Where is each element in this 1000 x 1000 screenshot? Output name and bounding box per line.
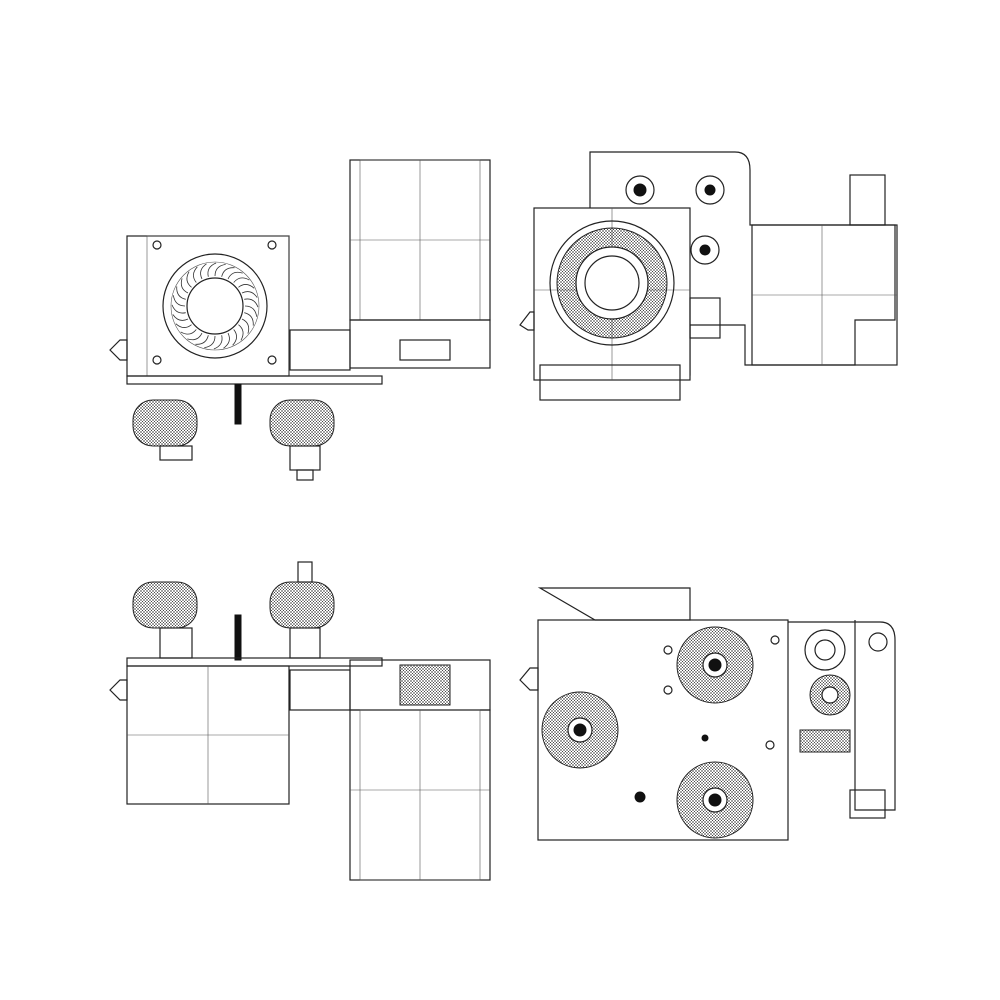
extruder-plate <box>537 619 789 841</box>
fan-blade <box>180 278 189 294</box>
fan-blade <box>195 335 209 345</box>
spring <box>799 729 851 753</box>
fan-blade <box>244 298 259 308</box>
nozzle <box>109 679 128 701</box>
fan-blade <box>200 263 207 280</box>
wheel <box>132 399 198 447</box>
fan-blade <box>238 324 244 341</box>
blower-fan-icon <box>162 253 268 359</box>
back-view <box>109 561 491 881</box>
carriage-plate <box>126 375 383 385</box>
fan-blade <box>207 262 217 277</box>
fan-blade <box>176 286 186 300</box>
fan-blade <box>172 314 189 321</box>
fan-blade <box>233 277 250 283</box>
fan-blade <box>244 312 254 326</box>
fan-blade <box>204 335 216 349</box>
wheel <box>269 399 335 447</box>
side-view-right <box>519 151 898 401</box>
nozzle <box>519 667 539 691</box>
front-view <box>109 159 491 481</box>
fan-blade <box>187 332 203 341</box>
fan-blade <box>193 266 198 283</box>
screw <box>297 561 313 583</box>
fan-blade <box>171 304 186 314</box>
fan-blade <box>214 263 226 277</box>
fan-blade <box>241 291 258 298</box>
fan-blade <box>227 271 243 280</box>
nozzle <box>519 311 535 331</box>
fan-blade <box>244 305 258 317</box>
fan-blade <box>221 267 235 277</box>
side-view-left <box>519 587 896 841</box>
carriage-plate <box>126 657 383 667</box>
nozzle <box>109 339 128 361</box>
fan-blade <box>223 332 230 349</box>
wheel <box>132 581 198 629</box>
fan-blade <box>238 284 255 289</box>
blower-fan-icon <box>549 220 675 346</box>
extruder-body <box>589 151 896 376</box>
drive-gear <box>399 664 451 706</box>
fan-blade <box>232 329 237 346</box>
fan-blade <box>186 271 192 288</box>
fan-blade <box>180 329 197 335</box>
fan-blade <box>175 323 192 328</box>
wheel <box>269 581 335 629</box>
fan-blade <box>241 318 250 334</box>
fan-blade <box>172 295 186 307</box>
fan-blade <box>213 335 223 350</box>
